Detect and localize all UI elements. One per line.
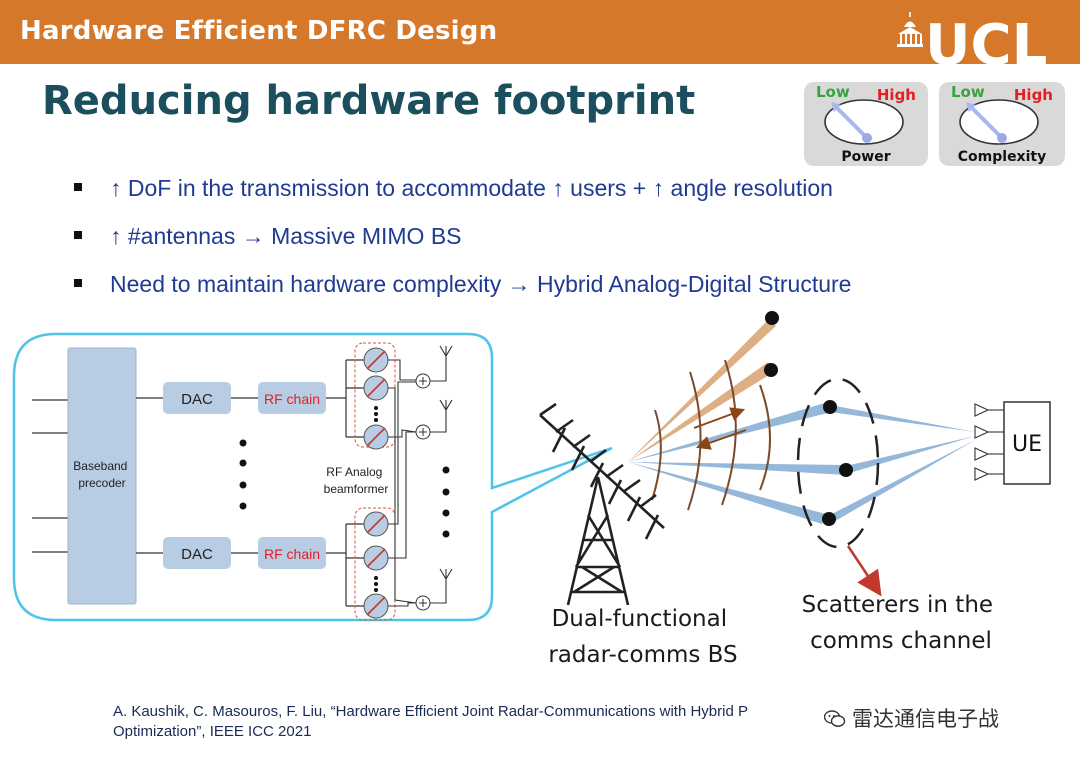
dac-block: [163, 537, 231, 569]
bullet-item: ↑ DoF in the transmission to accommodate…: [72, 172, 851, 220]
rf-chain-label: RF chain: [264, 391, 320, 407]
gauge-dial-icon: [959, 99, 1039, 145]
target-dots: [764, 311, 853, 526]
bullet-item: Need to maintain hardware complexity → H…: [72, 268, 851, 316]
rf-chain-block: [258, 537, 326, 569]
watermark: 雷达通信电子战: [820, 703, 1005, 733]
rf-chain-label: RF chain: [264, 546, 320, 562]
scatterer-ellipse: [796, 377, 880, 549]
dac-label: DAC: [181, 391, 213, 408]
power-gauge: Low High Power: [804, 82, 928, 166]
bullet-text: Need to maintain hardware complexity → H…: [110, 271, 852, 297]
gauge-high-label: High: [1013, 86, 1053, 104]
gauge-low-label: Low: [816, 83, 850, 101]
header-title: Hardware Efficient DFRC Design: [20, 16, 498, 46]
bullet-list: ↑ DoF in the transmission to accommodate…: [72, 172, 851, 316]
rf-analog-label: RF Analog beamformer: [324, 465, 389, 496]
ucl-logo: UCL: [897, 12, 1047, 72]
bs-caption: Dual-functional radar-comms BS: [548, 606, 737, 668]
bullet-text: ↑ #antennas → Massive MIMO BS: [110, 223, 462, 249]
watermark-text: 雷达通信电子战: [852, 707, 999, 731]
header-bar: [0, 0, 1080, 64]
rf-chain-block: [258, 382, 326, 414]
citation: A. Kaushik, C. Masouros, F. Liu, “Hardwa…: [113, 702, 748, 742]
complexity-gauge: Low High Complexity: [939, 82, 1065, 166]
hybrid-beamforming-diagram: Baseband precoder DAC DAC RF chain RF ch…: [12, 311, 1051, 668]
wavefront-arcs: [651, 359, 771, 511]
ue-label: UE: [1012, 432, 1042, 457]
baseband-precoder-block: [67, 347, 137, 605]
slide-title: Reducing hardware footprint: [42, 78, 696, 124]
phase-shifter-group: [354, 507, 396, 621]
antenna-icon: [430, 345, 453, 604]
bullet-text: ↑ DoF in the transmission to accommodate…: [110, 175, 833, 201]
phase-shifter-icon: [363, 347, 389, 619]
logo-text: UCL: [925, 13, 1047, 72]
comm-beams: [628, 402, 975, 524]
baseband-label: Baseband precoder: [73, 459, 130, 490]
gauge-low-label: Low: [951, 83, 985, 101]
gauge-high-label: High: [876, 86, 916, 104]
dac-block: [163, 382, 231, 414]
gauge-caption: Power: [841, 149, 891, 165]
bullet-item: ↑ #antennas → Massive MIMO BS: [72, 220, 851, 268]
citation-line: A. Kaushik, C. Masouros, F. Liu, “Hardwa…: [113, 703, 748, 720]
input-lines: [32, 399, 68, 553]
ellipsis-dots: [239, 439, 247, 510]
bullet-square-icon: [74, 183, 82, 191]
citation-line: Optimization”, IEEE ICC 2021: [113, 723, 312, 740]
gauge-caption: Complexity: [957, 149, 1047, 165]
bullet-square-icon: [74, 279, 82, 287]
wechat-icon: [824, 710, 846, 727]
radar-beams: [628, 320, 776, 462]
bs-tower-icon: [539, 402, 665, 606]
gauge-dial-icon: [824, 99, 904, 145]
bullet-square-icon: [74, 231, 82, 239]
dac-label: DAC: [181, 546, 213, 563]
ue-box: [1003, 401, 1051, 485]
ue-antenna-icon: [974, 403, 1004, 481]
scatterer-caption: Scatterers in the comms channel: [802, 592, 1001, 654]
